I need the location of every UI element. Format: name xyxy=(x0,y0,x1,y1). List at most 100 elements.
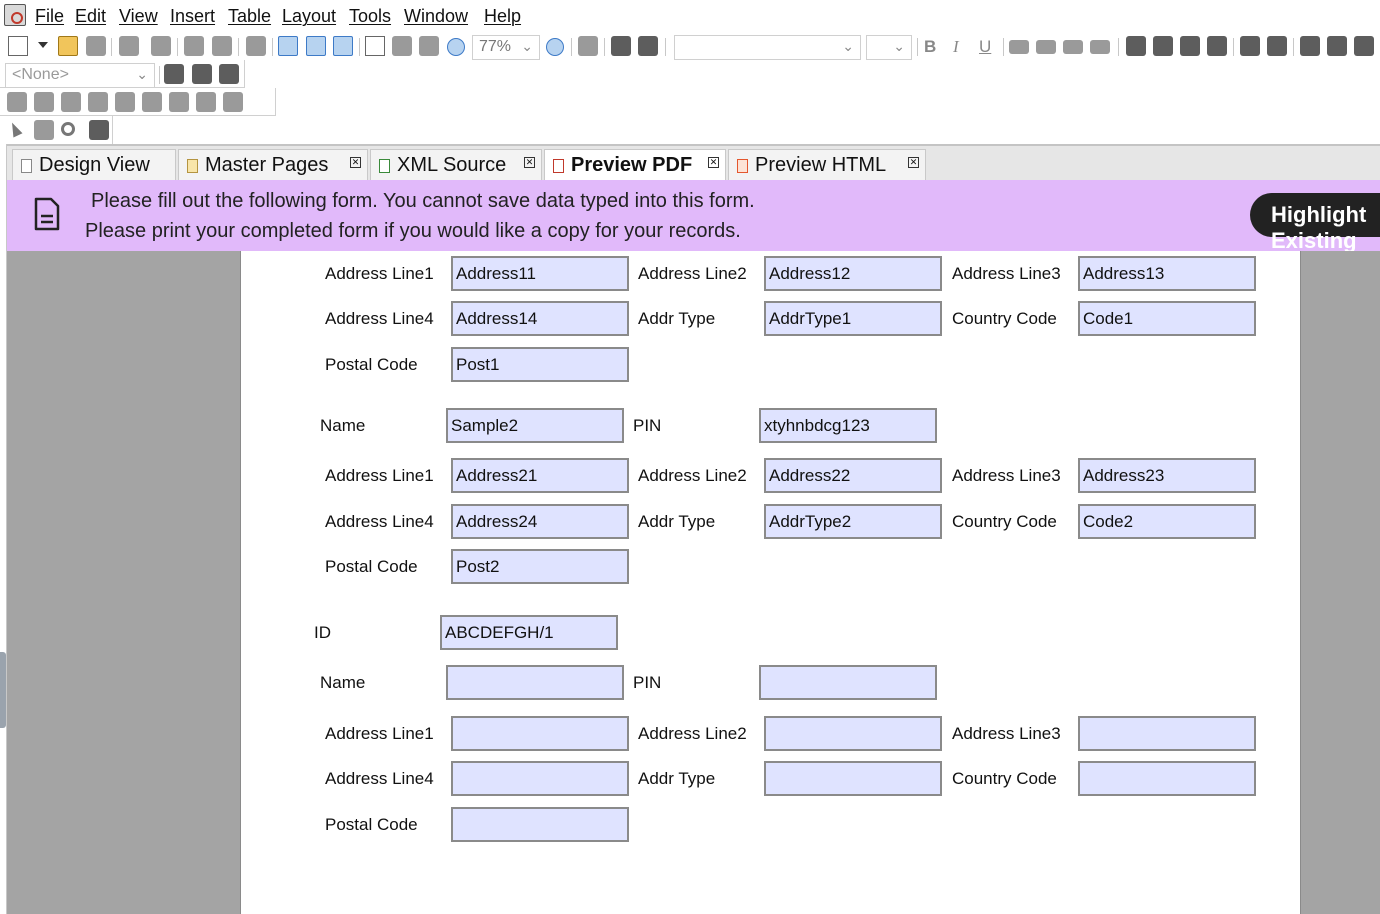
distribute-horizontal-icon[interactable] xyxy=(1300,36,1320,56)
distribute-vertical-icon[interactable] xyxy=(1327,36,1347,56)
zoom-select[interactable]: 77% ⌄ xyxy=(472,35,540,60)
check-script-icon[interactable] xyxy=(578,36,598,56)
zoom-out-icon[interactable] xyxy=(447,38,465,56)
hand-tool-icon[interactable] xyxy=(34,120,54,140)
menu-view[interactable]: View xyxy=(119,6,158,26)
field-postal-code[interactable] xyxy=(451,807,629,842)
new-style-icon[interactable] xyxy=(164,64,184,84)
menu-layout[interactable]: Layout xyxy=(282,6,337,26)
align-objects-top-icon[interactable] xyxy=(1180,36,1200,56)
menu-table[interactable]: Table xyxy=(228,6,272,26)
field-pin[interactable] xyxy=(759,665,937,700)
insert-image-icon[interactable] xyxy=(638,36,658,56)
insert-column-right-icon[interactable] xyxy=(115,92,135,112)
align-vertical-center-icon[interactable] xyxy=(1240,36,1260,56)
field-country-code[interactable]: Code2 xyxy=(1078,504,1256,539)
page-icon[interactable] xyxy=(365,36,385,56)
field-address-line2[interactable]: Address22 xyxy=(764,458,942,493)
tab-master-pages[interactable]: Master Pages ✕ xyxy=(178,149,368,182)
style-properties-icon[interactable] xyxy=(219,64,239,84)
zoom-tool-icon[interactable] xyxy=(61,122,75,136)
align-right-icon[interactable] xyxy=(1063,40,1083,54)
zoom-in-icon[interactable] xyxy=(546,38,564,56)
open-folder-icon[interactable] xyxy=(58,36,78,56)
insert-row-above-icon[interactable] xyxy=(34,92,54,112)
split-cells-icon[interactable] xyxy=(223,92,243,112)
field-address-line4[interactable]: Address14 xyxy=(451,301,629,336)
style-select[interactable]: <None> ⌄ xyxy=(5,63,155,88)
menu-insert[interactable]: Insert xyxy=(170,6,216,26)
pointer-tool-icon[interactable] xyxy=(7,120,23,138)
menu-help[interactable]: Help xyxy=(484,6,522,26)
italic-button[interactable]: I xyxy=(953,37,959,56)
field-address-line3[interactable]: Address23 xyxy=(1078,458,1256,493)
field-address-line1[interactable] xyxy=(451,716,629,751)
field-country-code[interactable]: Code1 xyxy=(1078,301,1256,336)
field-name[interactable] xyxy=(446,665,624,700)
underline-button[interactable]: U xyxy=(979,37,992,56)
field-address-line3[interactable]: Address13 xyxy=(1078,256,1256,291)
field-name[interactable]: Sample2 xyxy=(446,408,624,443)
menu-file[interactable]: File xyxy=(35,6,65,26)
fit-page-icon[interactable] xyxy=(419,36,439,56)
field-address-line2[interactable]: Address12 xyxy=(764,256,942,291)
draw-tool-icon[interactable] xyxy=(89,120,109,140)
new-dropdown-arrow-icon[interactable] xyxy=(38,42,48,48)
add-style-icon[interactable] xyxy=(192,64,212,84)
tab-design-view[interactable]: Design View xyxy=(12,149,176,182)
field-country-code[interactable] xyxy=(1078,761,1256,796)
align-objects-left-icon[interactable] xyxy=(1126,36,1146,56)
align-justify-icon[interactable] xyxy=(1090,40,1110,54)
align-left-icon[interactable] xyxy=(1009,40,1029,54)
align-horizontal-center-icon[interactable] xyxy=(1267,36,1287,56)
new-document-icon[interactable] xyxy=(8,36,28,56)
tab-preview-pdf[interactable]: Preview PDF ✕ xyxy=(544,149,726,182)
align-center-icon[interactable] xyxy=(1036,40,1056,54)
delete-row-icon[interactable] xyxy=(142,92,162,112)
snap-grid-icon[interactable] xyxy=(306,36,326,56)
bold-button[interactable]: B xyxy=(924,37,937,56)
field-address-line4[interactable]: Address24 xyxy=(451,504,629,539)
field-address-line1[interactable]: Address11 xyxy=(451,256,629,291)
grid-icon[interactable] xyxy=(278,36,298,56)
close-icon[interactable]: ✕ xyxy=(524,157,535,168)
field-postal-code[interactable]: Post2 xyxy=(451,549,629,584)
tab-xml-source[interactable]: XML Source ✕ xyxy=(370,149,542,182)
field-address-line2[interactable] xyxy=(764,716,942,751)
undo-icon[interactable] xyxy=(184,36,204,56)
redo-icon[interactable] xyxy=(212,36,232,56)
field-address-line4[interactable] xyxy=(451,761,629,796)
find-icon[interactable] xyxy=(246,36,266,56)
insert-object-icon[interactable] xyxy=(611,36,631,56)
save-icon[interactable] xyxy=(86,36,106,56)
merge-cells-icon[interactable] xyxy=(196,92,216,112)
menu-tools[interactable]: Tools xyxy=(349,6,392,26)
field-address-line3[interactable] xyxy=(1078,716,1256,751)
field-addr-type[interactable]: AddrType2 xyxy=(764,504,942,539)
field-pin[interactable]: xtyhnbdcg123 xyxy=(759,408,937,443)
font-family-select[interactable]: ⌄ xyxy=(674,35,861,60)
menu-window[interactable]: Window xyxy=(404,6,469,26)
field-address-line1[interactable]: Address21 xyxy=(451,458,629,493)
delete-column-icon[interactable] xyxy=(169,92,189,112)
close-icon[interactable]: ✕ xyxy=(908,157,919,168)
align-objects-right-icon[interactable] xyxy=(1153,36,1173,56)
font-size-select[interactable]: ⌄ xyxy=(866,35,912,60)
close-icon[interactable]: ✕ xyxy=(708,157,719,168)
panel-resize-handle[interactable] xyxy=(0,652,6,728)
field-addr-type[interactable]: AddrType1 xyxy=(764,301,942,336)
field-addr-type[interactable] xyxy=(764,761,942,796)
tab-preview-html[interactable]: Preview HTML ✕ xyxy=(728,149,926,182)
insert-row-below-icon[interactable] xyxy=(61,92,81,112)
page-width-icon[interactable] xyxy=(392,36,412,56)
object-boundaries-icon[interactable] xyxy=(333,36,353,56)
paste-icon[interactable] xyxy=(151,36,171,56)
align-objects-bottom-icon[interactable] xyxy=(1207,36,1227,56)
insert-table-icon[interactable] xyxy=(7,92,27,112)
distribute-icon[interactable] xyxy=(1354,36,1374,56)
field-postal-code[interactable]: Post1 xyxy=(451,347,629,382)
print-icon[interactable] xyxy=(119,36,139,56)
highlight-fields-button[interactable]: Highlight Existing Fields xyxy=(1250,193,1380,279)
insert-column-left-icon[interactable] xyxy=(88,92,108,112)
close-icon[interactable]: ✕ xyxy=(350,157,361,168)
